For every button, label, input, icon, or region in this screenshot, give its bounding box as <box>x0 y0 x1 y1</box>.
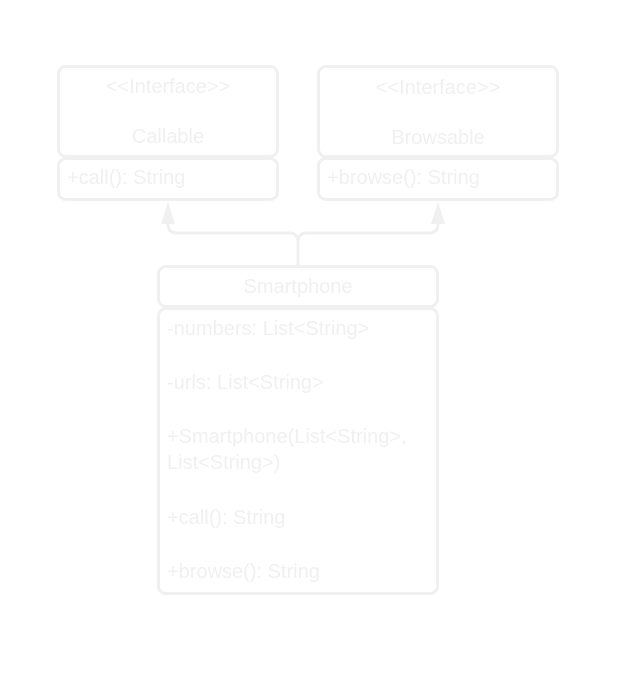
browsable-header-box: <<Interface>> Browsable <box>317 65 559 158</box>
browsable-method-browse: +browse(): String <box>327 167 480 189</box>
smartphone-header-box: Smartphone <box>157 265 439 308</box>
callable-name: Callable <box>131 126 205 148</box>
browsable-methods-box: +browse(): String <box>317 157 559 201</box>
smartphone-constructor-line-1: +Smartphone(List<String>, <box>167 426 407 448</box>
arrowhead-browsable <box>431 202 445 224</box>
smartphone-method-browse: +browse(): String <box>167 561 320 583</box>
arrowhead-callable <box>161 202 175 224</box>
callable-header-box: <<Interface>> Callable <box>57 65 279 158</box>
smartphone-field-urls: -urls: List<String> <box>167 372 324 394</box>
smartphone-field-numbers: -numbers: List<String> <box>167 318 370 340</box>
browsable-name: Browsable <box>391 127 485 149</box>
callable-methods-box: +call(): String <box>57 157 279 201</box>
smartphone-constructor-line-2: List<String>) <box>167 452 281 474</box>
callable-stereotype: <<Interface>> <box>105 76 231 98</box>
smartphone-method-call: +call(): String <box>167 507 286 529</box>
realization-line-browsable <box>296 222 440 243</box>
smartphone-members-box: -numbers: List<String> -urls: List<Strin… <box>157 307 439 595</box>
browsable-stereotype: <<Interface>> <box>375 77 501 99</box>
smartphone-name: Smartphone <box>243 276 353 298</box>
callable-method-call: +call(): String <box>67 167 186 189</box>
realization-line-callable <box>166 222 300 266</box>
